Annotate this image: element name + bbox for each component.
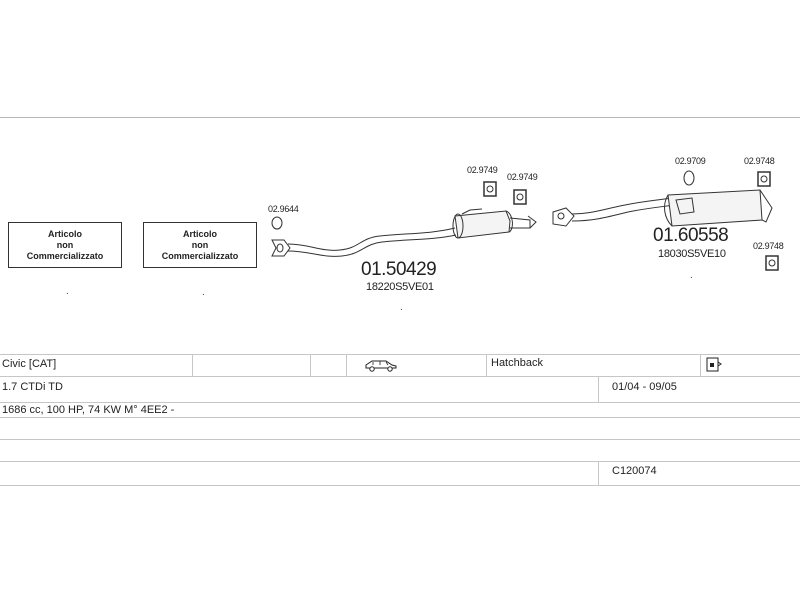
frame-top-line [0,117,800,118]
not-available-line1: Articolo [182,228,217,239]
car-icon [364,358,398,375]
not-available-box-2: Articolo non Commercializzato [143,222,257,268]
engine: 1.7 CTDi TD [2,381,63,393]
not-available-line3: Commercializzato [161,250,239,261]
table-row-line [0,417,800,418]
exhaust-diagram [271,170,779,271]
table-col-line [310,354,311,377]
part-number-mount[interactable]: 02.9709 [675,156,706,166]
body-type: Hatchback [491,357,543,369]
middle-silencer-part-number[interactable]: 01.50429 [361,259,437,280]
vehicle-info-table: Civic [CAT] Hatchback 1.7 CTDi TD 01/04 … [0,354,800,488]
rubber-mount [483,181,497,197]
marker-dot: . [202,287,205,298]
rear-flange [552,207,575,227]
front-flange [271,239,291,257]
table-col-line [700,354,701,377]
rear-silencer [667,189,763,227]
engine-specs: 1686 cc, 100 HP, 74 KW M° 4EE2 - [2,404,175,416]
part-number-mount[interactable]: 02.9748 [744,156,775,166]
rear-silencer-part-number[interactable]: 01.60558 [653,225,729,246]
table-row-line [0,439,800,440]
catalog-icon[interactable] [706,357,722,376]
table-col-line [598,376,599,403]
table-col-line [598,461,599,486]
marker-dot: . [400,302,403,313]
rubber-mount [765,255,779,271]
table-row-line [0,402,800,403]
catalog-code: C120074 [612,465,657,477]
not-available-line2: non [191,239,209,250]
table-row-line [0,485,800,486]
middle-silencer [454,210,511,239]
table-row-line [0,376,800,377]
not-available-line2: non [56,239,74,250]
vehicle-model: Civic [CAT] [2,358,57,370]
marker-dot: . [690,270,693,281]
part-number-mount[interactable]: 02.9749 [467,165,498,175]
marker-dot: . [66,286,69,297]
middle-silencer-oem-number: 18220S5VE01 [366,281,434,293]
not-available-line1: Articolo [47,228,82,239]
middle-pipe [287,227,456,251]
table-row-line [0,354,800,355]
table-col-line [192,354,193,377]
rubber-mount [513,189,527,205]
rear-silencer-oem-number: 18030S5VE10 [658,248,726,260]
production-period: 01/04 - 09/05 [612,381,677,393]
part-number-mount[interactable]: 02.9749 [507,172,538,182]
not-available-box-1: Articolo non Commercializzato [8,222,122,268]
clamp-ring [271,216,283,230]
rear-pipe [571,197,673,215]
not-available-line3: Commercializzato [26,250,104,261]
part-number-clamp[interactable]: 02.9644 [268,204,299,214]
part-number-mount[interactable]: 02.9748 [753,241,784,251]
table-col-line [486,354,487,377]
table-col-line [346,354,347,377]
table-row-line [0,461,800,462]
rubber-mount [757,171,771,187]
rubber-mount [683,170,695,186]
